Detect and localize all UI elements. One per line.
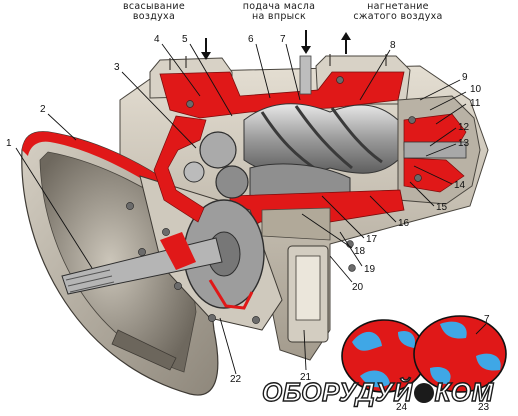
callout-16: 16	[398, 218, 410, 229]
callout-22: 22	[230, 374, 242, 385]
callout-12: 12	[458, 122, 470, 133]
callout-19: 19	[364, 264, 376, 275]
callout-2: 2	[40, 104, 46, 115]
callout-15: 15	[436, 202, 448, 213]
bell-lower-window	[111, 329, 177, 371]
housing-rib	[261, 207, 331, 241]
shaft-spline	[65, 269, 115, 293]
gear-pinion-3	[183, 161, 205, 183]
callout-21: 21	[300, 372, 312, 383]
callout-13: 13	[458, 138, 470, 149]
callout-18: 18	[354, 246, 366, 257]
callout-17: 17	[366, 234, 378, 245]
callout-4: 4	[154, 34, 160, 45]
callout-14: 14	[454, 180, 466, 191]
leader-lines	[15, 43, 467, 375]
bell-rim-red	[22, 131, 200, 216]
bolt-circle	[126, 76, 422, 324]
oil-drain-line	[208, 279, 254, 310]
oil-feed-tube	[299, 55, 312, 95]
gear-pinion-2	[215, 165, 249, 199]
intake-arrow	[201, 38, 211, 60]
callout-9: 9	[462, 72, 468, 83]
inset-callout-24: 24	[396, 402, 408, 413]
watermark-dot-icon	[413, 383, 434, 403]
oil-section-top	[159, 71, 405, 119]
gear-pinion	[199, 131, 237, 169]
inset-callout-23: 23	[478, 402, 490, 413]
callout-5: 5	[182, 34, 188, 45]
callout-6: 6	[248, 34, 254, 45]
discharge-arrow	[341, 32, 351, 54]
shaft-seal-red	[160, 232, 196, 270]
rotor-lobe-2	[294, 105, 353, 170]
callout-1: 1	[6, 138, 12, 149]
watermark-left: ОБОРУДУЙ	[261, 376, 413, 407]
rotor-cross-section-inset: 7	[341, 314, 507, 393]
rotor-lobe-3	[330, 107, 383, 164]
oil-feed-arrow	[301, 30, 311, 54]
callout-10: 10	[470, 84, 482, 95]
callout-8: 8	[390, 40, 396, 51]
gear-oil-section	[153, 115, 207, 223]
end-shaft	[403, 141, 467, 159]
watermark-right: КОМ	[434, 376, 494, 407]
oil-filter-window	[295, 255, 321, 321]
callout-3: 3	[114, 62, 120, 73]
header-oil-feed: подача масла на впрыск	[242, 1, 316, 22]
callout-11: 11	[470, 98, 481, 109]
callouts: 1 2 3 4 5 6 7 8 9 10 11 12 13 14 15 16 1…	[6, 34, 482, 385]
inset-callout-7: 7	[484, 314, 490, 325]
callout-7: 7	[280, 34, 286, 45]
callout-20: 20	[352, 282, 364, 293]
watermark: ОБОРУДУЙ КОМ	[261, 372, 514, 412]
